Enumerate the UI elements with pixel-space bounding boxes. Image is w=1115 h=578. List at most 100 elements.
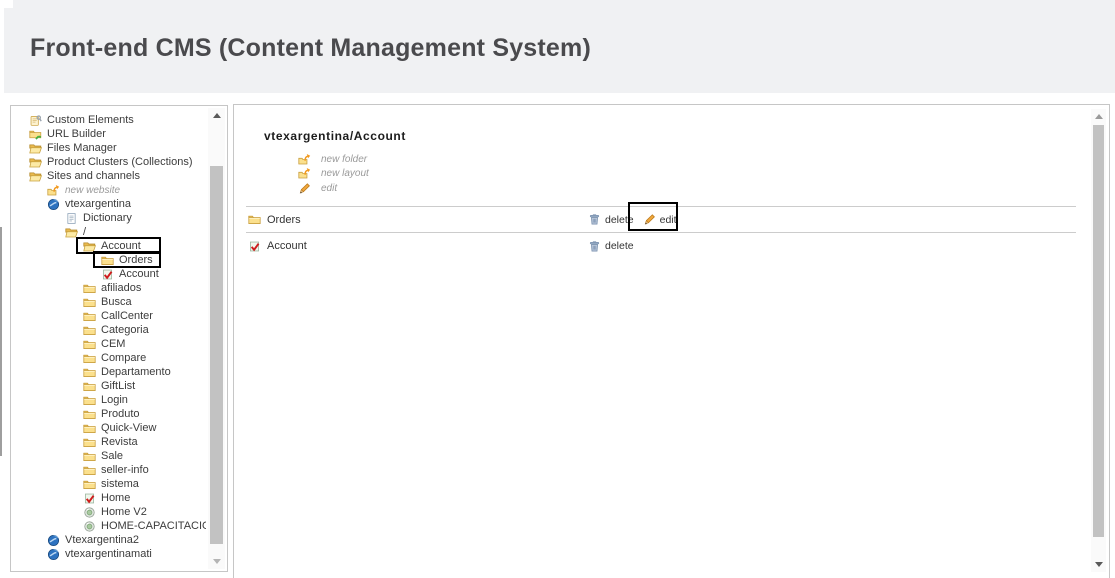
tree-item-label: Files Manager: [47, 141, 117, 154]
layout-ball-icon: [83, 520, 96, 533]
content-scrollbar[interactable]: [1091, 109, 1106, 572]
globe-icon: [47, 534, 60, 547]
new-item-icon: [298, 167, 311, 180]
tree-item-account[interactable]: Account: [11, 239, 206, 253]
tree-item-seller-info[interactable]: seller-info: [11, 463, 206, 477]
tree-item-cem[interactable]: CEM: [11, 337, 206, 351]
delete-button[interactable]: delete: [588, 240, 634, 253]
new-item-icon: [47, 184, 60, 197]
content-scrollbar-thumb[interactable]: [1093, 125, 1104, 537]
tree-item-home[interactable]: Home: [11, 491, 206, 505]
tree-item-label: Account: [119, 267, 159, 280]
tree-item-url-builder[interactable]: URL Builder: [11, 127, 206, 141]
tree-item-files-manager[interactable]: Files Manager: [11, 141, 206, 155]
action-label: edit: [321, 182, 338, 194]
scroll-down-button[interactable]: [208, 554, 225, 569]
layout-check-icon: [248, 240, 261, 253]
trash-icon: [588, 213, 601, 226]
scroll-up-button[interactable]: [208, 108, 225, 123]
tree-scrollbar[interactable]: [208, 108, 225, 569]
tree-item-login[interactable]: Login: [11, 393, 206, 407]
row-actions: delete: [588, 233, 643, 259]
tree-item-label: HOME-CAPACITACION: [101, 519, 206, 532]
tree-item-label: CEM: [101, 337, 126, 350]
tree-item-new-website[interactable]: new website: [11, 183, 206, 197]
tree-item-home-v2[interactable]: Home V2: [11, 505, 206, 519]
new-folder-action[interactable]: new folder: [298, 152, 369, 167]
content-row-orders: Orders delete edit: [246, 207, 1076, 233]
tree-item-label: Quick-View: [101, 421, 157, 434]
tree-item-label: Categoria: [101, 323, 149, 336]
tree-item-label: GiftList: [101, 379, 136, 392]
tree-item-account[interactable]: Account: [11, 267, 206, 281]
tree-item-dictionary[interactable]: Dictionary: [11, 211, 206, 225]
trash-icon: [588, 240, 601, 253]
tree-item-product-clusters-collections[interactable]: Product Clusters (Collections): [11, 155, 206, 169]
folder-closed-icon: [83, 352, 96, 365]
pencil-icon: [298, 182, 311, 195]
delete-button[interactable]: delete: [588, 213, 634, 226]
tree-item-label: Compare: [101, 351, 147, 364]
edit-button[interactable]: edit: [643, 213, 677, 226]
action-label: new folder: [321, 153, 368, 165]
folder-open-icon: [65, 226, 78, 239]
window-edge-artifact: [0, 227, 2, 456]
tree-item-label: Revista: [101, 435, 138, 448]
layout-ball-icon: [83, 506, 96, 519]
folder-closed-icon: [83, 282, 96, 295]
folder-closed-icon: [83, 478, 96, 491]
tree-item-orders[interactable]: Orders: [11, 253, 206, 267]
tree-item-callcenter[interactable]: CallCenter: [11, 309, 206, 323]
tree-item-categoria[interactable]: Categoria: [11, 323, 206, 337]
tree-item-revista[interactable]: Revista: [11, 435, 206, 449]
tree-item-label: Home V2: [101, 505, 147, 518]
edit-action[interactable]: edit: [298, 181, 369, 196]
tree-item-custom-elements[interactable]: Custom Elements: [11, 113, 206, 127]
tree-item-departamento[interactable]: Departamento: [11, 365, 206, 379]
tree-item-compare[interactable]: Compare: [11, 351, 206, 365]
tree-item-label: vtexargentinamati: [65, 547, 152, 560]
folder-closed-icon: [83, 310, 96, 323]
folder-open-icon: [29, 142, 42, 155]
tree-item-root[interactable]: /: [11, 225, 206, 239]
tree-item-sites-and-channels[interactable]: Sites and channels: [11, 169, 206, 183]
tree-item-label: Vtexargentina2: [65, 533, 139, 546]
tree-item-label: Sale: [101, 449, 124, 462]
tree-item-sistema[interactable]: sistema: [11, 477, 206, 491]
tree-scrollbar-thumb[interactable]: [210, 166, 223, 544]
folder-closed-icon: [83, 380, 96, 393]
scroll-up-button[interactable]: [1091, 109, 1106, 124]
row-actions: delete edit: [588, 207, 686, 232]
folder-closed-icon: [83, 464, 96, 477]
folder-closed-icon: [101, 254, 114, 267]
tree-item-quick-view[interactable]: Quick-View: [11, 421, 206, 435]
tree-item-sale[interactable]: Sale: [11, 449, 206, 463]
tree-item-home-capacitacion[interactable]: HOME-CAPACITACION: [11, 519, 206, 533]
tree-item-vtexargentina[interactable]: vtexargentina: [11, 197, 206, 211]
scroll-up-icon: [212, 113, 221, 118]
folder-closed-icon: [83, 324, 96, 337]
tree-item-busca[interactable]: Busca: [11, 295, 206, 309]
tree-item-giftlist[interactable]: GiftList: [11, 379, 206, 393]
tree-item-label: URL Builder: [47, 127, 106, 140]
action-label: edit: [659, 213, 677, 226]
app-header: Front-end CMS (Content Management System…: [4, 0, 1115, 93]
breadcrumb: vtexargentina/Account: [264, 129, 406, 143]
tree-item-produto[interactable]: Produto: [11, 407, 206, 421]
tree-item-afiliados[interactable]: afiliados: [11, 281, 206, 295]
scroll-down-button[interactable]: [1091, 557, 1106, 572]
page-title: Front-end CMS (Content Management System…: [30, 34, 591, 62]
new-item-icon: [298, 153, 311, 166]
action-label: delete: [605, 213, 634, 226]
new-layout-action[interactable]: new layout: [298, 167, 369, 182]
tree-item-label: Account: [101, 239, 141, 252]
scroll-down-icon: [1094, 562, 1103, 567]
tree-item-vtexargentina2[interactable]: Vtexargentina2: [11, 533, 206, 547]
folder-open-icon: [29, 156, 42, 169]
row-label: Orders: [267, 213, 301, 226]
tree-item-vtexargentinamati[interactable]: vtexargentinamati: [11, 547, 206, 561]
